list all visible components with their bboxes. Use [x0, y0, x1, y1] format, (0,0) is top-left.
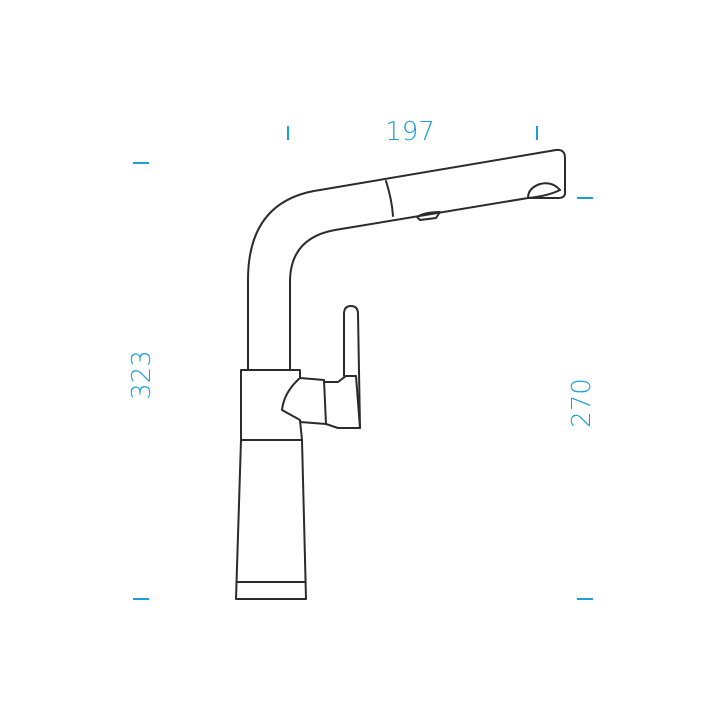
lever-handle: [343, 305, 361, 429]
dimension-markers: [133, 126, 593, 600]
total-height-dimension-label: 323: [127, 350, 157, 400]
faucet-outline: [235, 148, 566, 600]
spout: [247, 148, 566, 371]
body-upper: [240, 369, 303, 441]
lever-base: [299, 377, 327, 425]
spout-seam: [385, 180, 394, 217]
body-lower: [235, 439, 307, 600]
spray-button: [416, 211, 441, 221]
spout-height-dimension-label: 270: [567, 378, 597, 428]
lever-connector: [323, 375, 361, 429]
width-dimension-label: 197: [385, 117, 435, 147]
